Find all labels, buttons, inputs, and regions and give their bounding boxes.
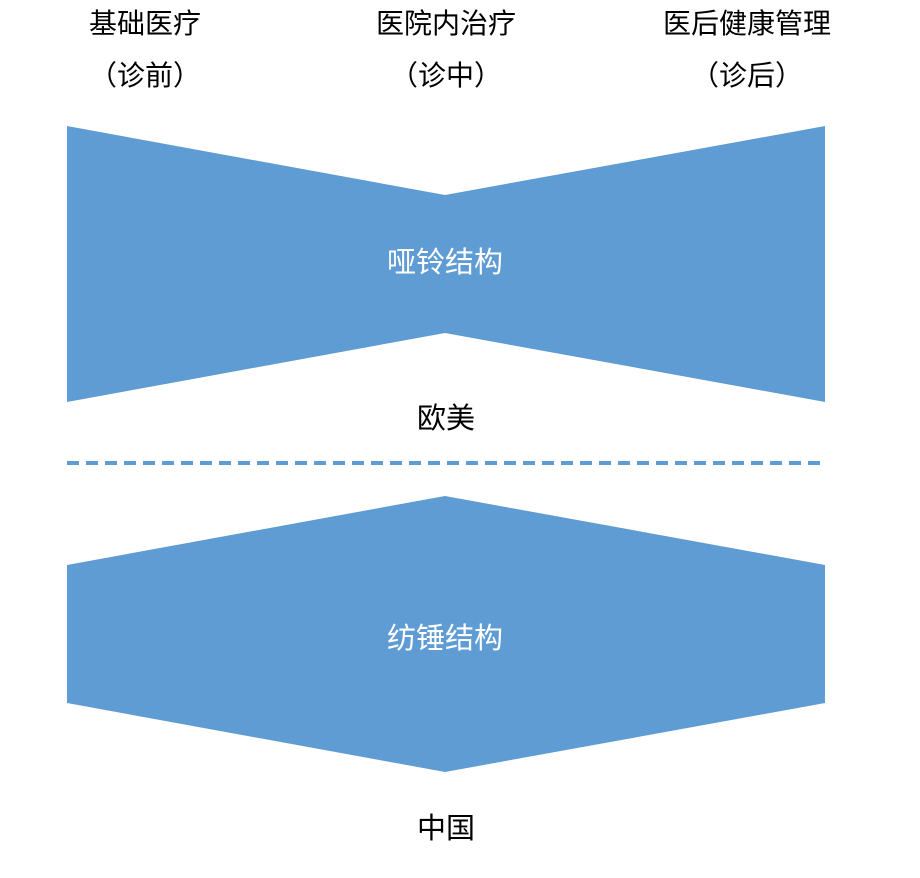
column-subtitle: （诊前） [88,59,201,92]
region-label-west: 欧美 [417,401,475,435]
column-subtitle: （诊后） [690,59,803,92]
column-title: 基础医疗 [88,7,201,40]
column-subtitle: （诊中） [389,59,502,92]
dumbbell-label: 哑铃结构 [387,245,503,279]
spindle-label: 纺锤结构 [387,621,503,655]
column-title: 医院内治疗 [375,7,516,40]
column-title: 医后健康管理 [662,7,831,40]
dumbbell-shape [67,126,825,402]
region-label-china: 中国 [417,811,475,845]
spindle-shape [67,496,825,772]
